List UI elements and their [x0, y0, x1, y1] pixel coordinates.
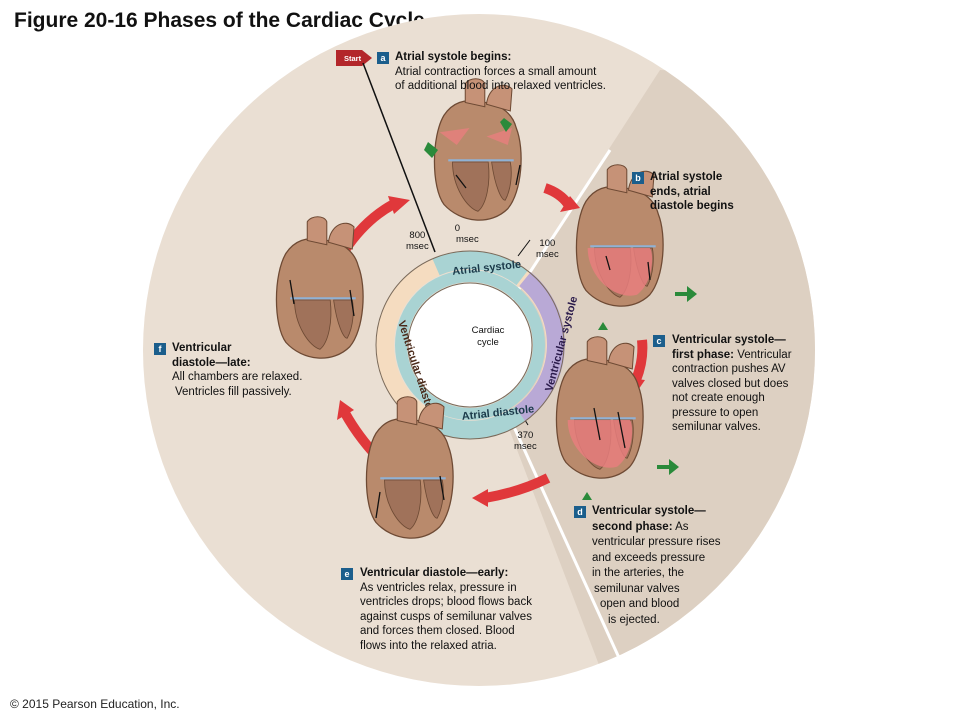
figure-title: Figure 20-16 Phases of the Cardiac Cycle… [14, 9, 431, 32]
step-f-text: Ventricular diastole—late: All chambers … [172, 341, 302, 399]
time-800-unit: msec [406, 241, 429, 252]
step-e-badge: e [341, 568, 353, 580]
step-f-heading2: diastole—late: [172, 356, 251, 369]
flow-arrow-a1 [455, 174, 467, 189]
center-label-line1: Cardiac [471, 325, 505, 336]
time-370-unit: msec [514, 441, 537, 452]
step-d-badge: d [574, 506, 586, 518]
step-f-line2: Ventricles fill passively. [175, 385, 292, 398]
cycle-arrowhead-e-f [337, 400, 354, 420]
time-370-value: 370 [517, 430, 534, 441]
start-arrow [336, 50, 372, 66]
heart-atrial-systole-ends [575, 163, 665, 308]
ring-center [407, 282, 533, 408]
cycle-arrowhead-d-e [472, 489, 488, 507]
cardiac-cycle-center-label: Cardiac cycle [456, 325, 520, 349]
step-e-line1: As ventricles relax, pressure in [360, 581, 517, 594]
step-c-line4: valves closed but does [672, 377, 789, 390]
step-d-tail2: As [672, 520, 689, 533]
time-800-value: 800 [409, 230, 426, 241]
step-e-text: Ventricular diastole—early: As ventricle… [360, 566, 532, 653]
step-f-heading1: Ventricular [172, 342, 232, 354]
step-d-line5: in the arteries, the [592, 567, 685, 579]
step-c-tail2: Ventricular [734, 348, 792, 361]
step-c-line5: not create enough [672, 392, 765, 404]
flow-arrow-e1 [375, 491, 381, 519]
time-800: 800 msec [406, 230, 429, 252]
step-c-line3: contraction pushes AV [672, 363, 786, 375]
step-e-line3: against cusps of semilunar valves [360, 610, 532, 623]
step-c-line6: pressure to open [672, 406, 759, 419]
flow-arrow-f2 [349, 289, 355, 317]
ring-ventricular-systole-arc [514, 272, 565, 422]
flow-arrow-b1 [605, 255, 611, 271]
step-c-heading2: first phase: [672, 348, 734, 361]
ring-atrial-systole-arc [432, 251, 528, 286]
step-a-text: Atrial systole begins: Atrial contractio… [395, 50, 606, 94]
heart-atrial-systole [433, 77, 523, 222]
start-label: Start [344, 54, 362, 63]
ring-inner-band [395, 270, 545, 420]
step-e-line2: ventricles drops; blood flows back [360, 596, 532, 608]
cycle-arrowhead-f-a [388, 196, 410, 214]
step-b-text: Atrial systole ends, atrial diastole beg… [650, 170, 734, 214]
green-arrow-a1 [424, 142, 438, 158]
step-e-line4: and forces them closed. Blood [360, 625, 515, 637]
copyright-notice: © 2015 Pearson Education, Inc. [10, 697, 180, 711]
step-d-text: Ventricular systole— second phase: As ve… [592, 504, 720, 628]
step-a-badge: a [377, 52, 389, 64]
center-label-line2: cycle [477, 337, 499, 348]
step-d-line3: ventricular pressure rises [592, 536, 721, 548]
heart-ventricular-systole-first [555, 335, 645, 480]
step-d-line6: semilunar valves [594, 582, 680, 595]
step-d-line8: is ejected. [608, 613, 660, 626]
step-c-text: Ventricular systole— first phase: Ventri… [672, 333, 792, 435]
time-100-unit: msec [536, 249, 559, 260]
flow-arrow-c1 [593, 407, 601, 441]
step-c-line7: semilunar valves. [672, 421, 761, 433]
step-c-badge: c [653, 335, 665, 347]
time-370: 370 msec [514, 430, 537, 452]
step-e-line5: flows into the relaxed atria. [360, 639, 497, 652]
green-arrow-b1 [675, 286, 697, 302]
step-a-heading: Atrial systole begins: [395, 51, 512, 63]
step-f-badge: f [154, 343, 166, 355]
step-b-badge: b [632, 172, 644, 184]
step-d-line4: and exceeds pressure [592, 551, 706, 564]
start-pointer-line [362, 62, 436, 253]
step-e-heading: Ventricular diastole—early: [360, 567, 509, 579]
step-c-heading1: Ventricular systole— [672, 334, 786, 346]
step-b-line2: ends, atrial [650, 185, 711, 198]
ring-outline [375, 250, 565, 440]
flow-arrow-b2 [647, 261, 651, 281]
time-100: 100 msec [536, 238, 559, 260]
green-arrow-c2 [582, 492, 592, 500]
step-d-heading1: Ventricular systole— [592, 505, 706, 517]
time-100-value: 100 [539, 238, 556, 249]
flow-arrow-f1 [289, 279, 295, 305]
time-0-unit: msec [456, 234, 479, 245]
tick-100-line [517, 239, 531, 257]
flow-arrow-c2 [617, 411, 626, 449]
green-arrow-b2 [598, 322, 608, 330]
step-f-line1: All chambers are relaxed. [172, 371, 303, 383]
cycle-arrow-c-d [631, 339, 648, 382]
cycle-arrowhead-a-b [560, 196, 580, 212]
ring-atrial-diastole-arc [436, 406, 526, 439]
time-0-value: 0 [454, 223, 460, 234]
step-d-line7: open and blood [600, 598, 680, 610]
step-a-line2: of additional blood into relaxed ventric… [395, 80, 606, 92]
step-a-line1: Atrial contraction forces a small amount [395, 65, 597, 78]
step-d-heading2: second phase: [592, 520, 673, 533]
flow-arrow-a2 [515, 164, 521, 186]
flow-arrow-e2 [439, 475, 445, 501]
time-0: 0 msec [436, 223, 479, 245]
cycle-arrow-d-e [484, 473, 551, 503]
green-arrow-c1 [657, 459, 679, 475]
green-arrow-a2 [500, 118, 512, 132]
step-b-line1: Atrial systole [650, 171, 723, 183]
step-b-line3: diastole begins [650, 200, 734, 212]
